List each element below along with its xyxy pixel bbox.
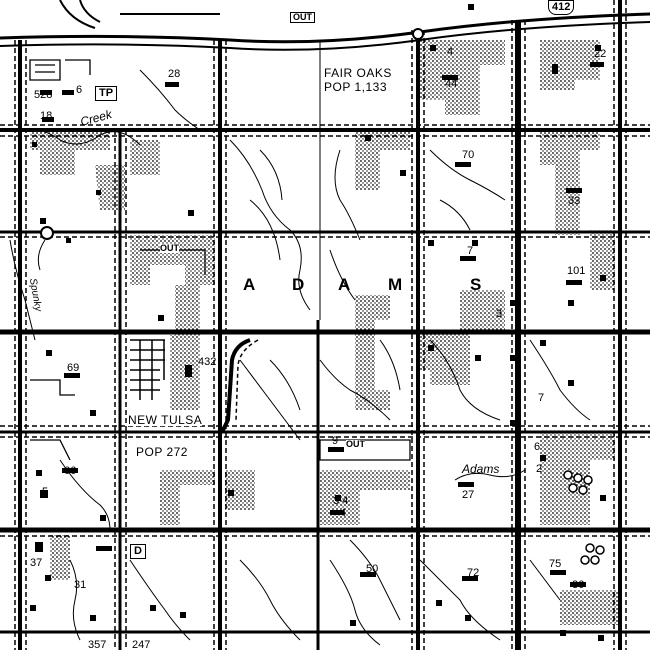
section-number: 37 xyxy=(30,557,43,569)
d-marker: D xyxy=(130,544,146,559)
section-number: 101 xyxy=(567,265,586,277)
township-letter-m: M xyxy=(388,275,405,294)
section-number: 4 xyxy=(447,46,454,58)
section-number: 3 xyxy=(496,308,503,320)
section-number: 357 xyxy=(88,639,107,650)
section-number: 27 xyxy=(462,489,475,501)
crossroad-circle xyxy=(40,226,54,240)
highway-412-shield: 412 xyxy=(548,0,575,15)
section-number: 432 xyxy=(198,356,217,368)
section-number: 50 xyxy=(366,563,379,575)
stippled-areas xyxy=(30,40,620,625)
feature-circles xyxy=(563,470,605,565)
buildings xyxy=(30,4,606,641)
section-number: 7 xyxy=(467,245,474,257)
section-number: 66 xyxy=(64,465,77,477)
new-tulsa-streets xyxy=(130,339,165,400)
interchange-circle xyxy=(412,28,424,40)
section-number: 528 xyxy=(34,89,53,101)
new-tulsa-population: POP 272 xyxy=(136,445,188,459)
township-letter-a2: A xyxy=(338,275,353,294)
section-number: 36 xyxy=(572,579,585,591)
church-symbols xyxy=(35,62,604,587)
section-number: 5 xyxy=(42,486,49,498)
section-number: 2 xyxy=(536,463,543,475)
section-number: 72 xyxy=(467,567,480,579)
section-number: 75 xyxy=(549,558,562,570)
section-number: 28 xyxy=(168,68,181,80)
section-number: 22 xyxy=(594,48,607,60)
tp-marker: TP xyxy=(95,86,118,101)
section-number: 9 xyxy=(332,435,339,447)
section-number: 6 xyxy=(534,441,541,453)
township-letter-a1: A xyxy=(243,275,258,294)
section-number: 18 xyxy=(40,110,53,122)
section-number: 70 xyxy=(462,149,475,161)
out-marker-top: OUT xyxy=(290,12,315,23)
out-marker-lower: OUT xyxy=(346,439,365,449)
new-tulsa-label: NEW TULSA xyxy=(128,413,203,427)
out-marker-middle: OUT xyxy=(160,243,179,253)
township-letter-s: S xyxy=(470,275,484,294)
section-number: 44 xyxy=(445,78,458,90)
section-number: 3 4 xyxy=(333,495,349,507)
streams xyxy=(9,69,591,646)
section-number: 7 xyxy=(538,392,545,404)
highway-412 xyxy=(0,0,650,51)
fair-oaks-population: POP 1,133 xyxy=(324,80,387,94)
curved-road-casing xyxy=(235,339,259,421)
township-letter-d: D xyxy=(292,275,307,294)
adams-creek-label: Adams xyxy=(462,462,500,476)
section-number: 247 xyxy=(132,639,151,650)
section-number: 69 xyxy=(67,362,80,374)
section-number: 33 xyxy=(568,195,581,207)
section-number: 4 xyxy=(340,507,347,519)
fair-oaks-label: FAIR OAKS xyxy=(324,66,392,80)
section-number: 6 xyxy=(76,84,83,96)
section-number: 31 xyxy=(74,579,87,591)
curved-road xyxy=(220,338,251,433)
